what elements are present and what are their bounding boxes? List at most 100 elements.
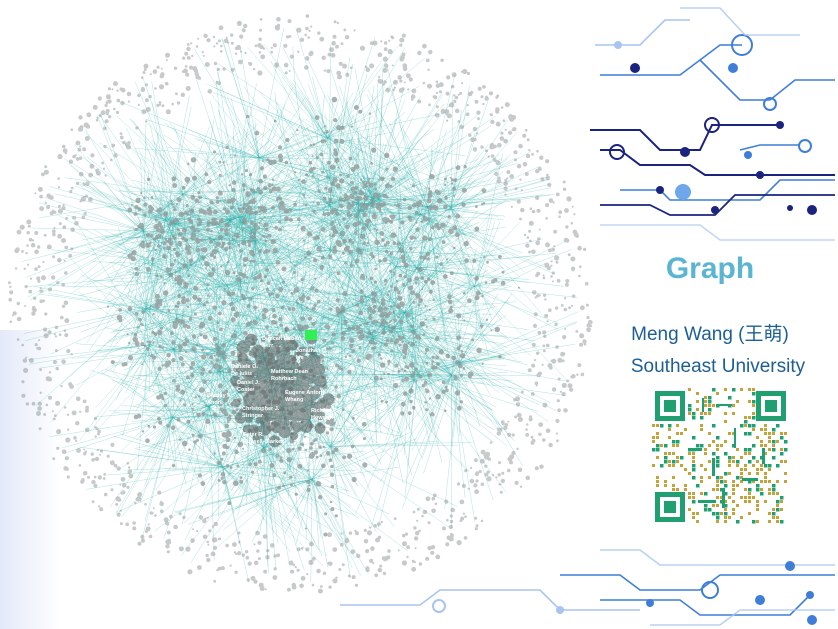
network-node-label: Matthew Dean <box>271 369 309 375</box>
circuit-trace <box>680 7 800 36</box>
network-node-label: Russell-Clarke <box>243 439 281 445</box>
edge-arc <box>113 142 238 332</box>
edge-arc <box>363 86 495 443</box>
circuit-node <box>755 595 765 605</box>
circuit-trace <box>595 19 690 46</box>
qr-code-icon <box>652 388 788 524</box>
network-node-label: Rohrbach <box>271 376 297 382</box>
edge-arc <box>274 92 473 226</box>
circuit-node <box>807 615 817 625</box>
circuit-node <box>798 139 812 153</box>
circuit-trace <box>620 179 835 201</box>
edge-arc <box>292 46 540 405</box>
network-node-label: Duncan Robert <box>262 336 302 342</box>
network-node-label: Daniel J. <box>237 380 260 386</box>
circuit-trace <box>600 224 835 241</box>
circuit-node <box>701 581 719 599</box>
circuit-trace <box>699 59 835 101</box>
circuit-trace <box>739 144 800 151</box>
network-nodes <box>7 14 593 594</box>
circuit-node <box>704 117 720 133</box>
network-node-label: Howarth <box>311 415 334 421</box>
circuit-node <box>711 206 719 214</box>
affiliation: Southeast University <box>630 356 806 377</box>
network-node-label: Bartley K. <box>207 393 233 399</box>
edge-arc <box>399 200 506 431</box>
edge-arc <box>280 108 480 248</box>
edge-arc <box>136 109 246 440</box>
edge-arc <box>349 73 490 215</box>
circuit-trace <box>340 589 640 611</box>
circuit-node <box>630 63 640 73</box>
network-node-label: Andre <box>207 400 223 406</box>
circuit-trace <box>600 44 742 76</box>
circuit-node <box>807 205 817 215</box>
edge-arc <box>390 166 493 411</box>
circuit-node <box>776 121 784 129</box>
network-node-label: Richard P. <box>311 408 338 414</box>
network-node-label: Daniele O. <box>231 364 258 370</box>
network-node-label: Coster <box>237 387 255 393</box>
network-node-label: Peter R. <box>243 432 264 438</box>
edge-arc <box>177 303 359 413</box>
network-node-label: Ive <box>296 355 304 361</box>
circuit-trace <box>600 594 811 616</box>
author-name: Meng Wang (王萌) <box>631 324 789 345</box>
circuit-node <box>744 151 752 159</box>
edge-arc <box>212 168 450 263</box>
circuit-node <box>556 606 564 614</box>
circuit-node <box>806 591 814 599</box>
circuit-node <box>763 97 777 111</box>
circuit-trace <box>590 124 780 151</box>
circuit-node <box>646 599 654 607</box>
slide-title: Graph <box>665 252 755 285</box>
circuit-top-right <box>590 7 835 241</box>
edge-arc <box>185 208 259 287</box>
circuit-trace <box>600 549 835 566</box>
edge-arc <box>178 177 307 277</box>
circuit-node <box>731 34 753 56</box>
outer-ring-nodes <box>7 14 593 594</box>
core-nodes <box>230 326 335 448</box>
circuit-node <box>614 41 622 49</box>
circuit-node <box>680 147 690 157</box>
circuit-trace <box>600 194 835 216</box>
inner-nodes <box>106 96 520 537</box>
edge-arc <box>191 202 341 292</box>
edge-arc <box>183 204 393 264</box>
circuit-node <box>728 63 738 73</box>
qr-modules <box>652 388 788 524</box>
edge-arc <box>142 232 275 476</box>
circuit-bottom-right <box>340 549 835 626</box>
edge-arc <box>181 202 446 268</box>
edge-arc <box>47 118 199 288</box>
network-node-label: Whang <box>285 397 303 403</box>
circuit-node <box>656 186 664 194</box>
highlight-node <box>305 330 317 340</box>
edge-arc <box>208 333 382 370</box>
circuit-node <box>756 171 764 179</box>
circuit-node <box>787 205 793 211</box>
network-node-label: Jonathan D. <box>296 348 328 354</box>
network-node-label: Stringer <box>242 413 264 419</box>
network-node-label: De Iuliis <box>231 371 252 377</box>
circuit-trace <box>600 149 835 176</box>
edge-arc <box>398 334 535 472</box>
edge-arc <box>321 94 506 356</box>
circuit-node <box>609 144 625 160</box>
edge-arc <box>316 121 479 351</box>
network-node-label: Kerr <box>262 343 274 349</box>
circuit-trace <box>560 574 835 591</box>
circuit-node <box>785 561 795 571</box>
network-core <box>230 326 335 448</box>
network-node-label: Eugene Antony <box>285 390 326 396</box>
circuit-trace <box>650 609 835 626</box>
edge-arc <box>113 185 219 338</box>
circuit-node <box>675 184 691 200</box>
edge-arc <box>109 262 215 423</box>
edge-arc <box>213 192 282 260</box>
